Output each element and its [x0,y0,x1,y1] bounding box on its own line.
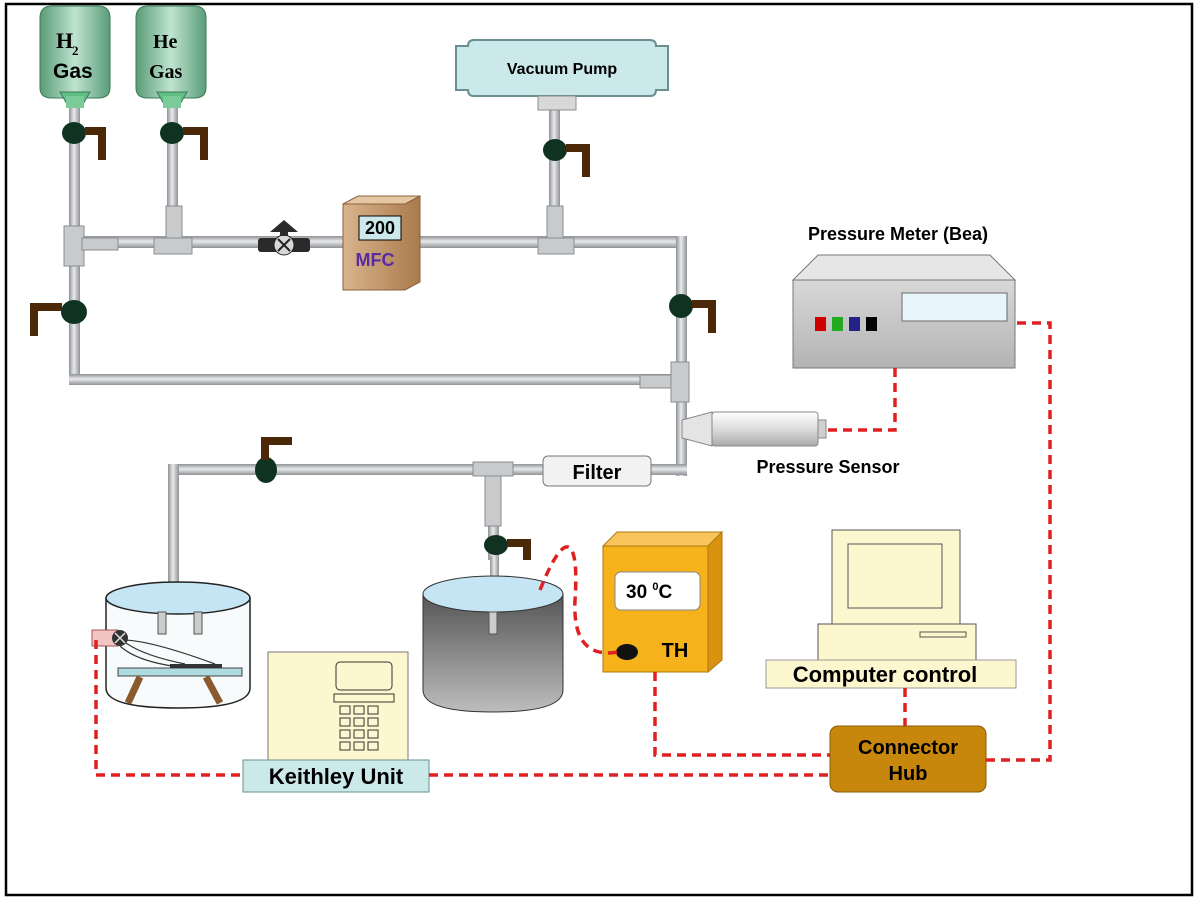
mfc-reading: 200 [365,218,395,238]
h2-subscript: 2 [72,43,79,58]
h2-symbol: H [56,28,73,53]
temperature-degree: 0 [652,581,658,593]
signal-wires [94,321,1052,777]
he-gas-bottle: He Gas [135,5,207,108]
mfc-label: MFC [356,250,395,270]
keithley-unit: Keithley Unit [242,651,430,793]
he-gas-label: Gas [149,61,183,83]
hub-label-line1: Connector [858,737,958,759]
indicator-red [815,317,826,331]
pressure-meter: Pressure Meter (Bea) [791,224,1017,369]
thermostat-label: TH [662,640,689,662]
computer: Computer control [765,529,1017,689]
valve-bypass-left [30,300,87,336]
svg-text:30 0C: 30 0C [626,581,673,603]
bubbler-bath [422,575,564,713]
valve-vacuum [543,139,590,177]
filter: Filter [542,455,652,487]
temperature-value: 30 [626,582,652,603]
h2-gas-label: Gas [53,60,93,83]
valve-right-line [669,294,716,333]
indicator-blue [849,317,860,331]
valve-bubbler [484,535,531,560]
valve-he [160,122,208,160]
connector-hub: Connector Hub [829,725,987,793]
valve-h2 [62,122,106,160]
temperature-unit: C [659,582,673,603]
h2-gas-bottle: H 2 Gas [39,5,111,108]
hub-label-line2: Hub [889,763,928,785]
indicator-green [832,317,843,331]
pipe-network [63,104,690,596]
mass-flow-controller: 200 MFC [342,195,421,291]
test-chamber [91,581,251,709]
vacuum-pump: Vacuum Pump [455,39,669,111]
vacuum-pump-label: Vacuum Pump [507,61,617,78]
indicator-black [866,317,877,331]
keithley-label: Keithley Unit [269,764,404,789]
pressure-meter-label: Pressure Meter (Bea) [808,224,988,244]
pressure-sensor-label: Pressure Sensor [756,457,899,477]
valve-chamber-line [255,437,292,483]
computer-control-label: Computer control [793,662,978,687]
needle-valve [258,220,310,256]
he-symbol: He [153,31,178,53]
pressure-sensor: Pressure Sensor [681,411,900,477]
filter-label: Filter [573,462,622,484]
thermostat-unit: 30 0C TH [601,530,724,674]
